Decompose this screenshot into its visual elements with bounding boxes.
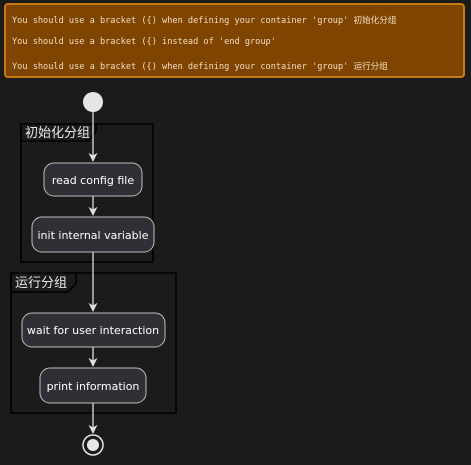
start-node xyxy=(83,92,103,112)
activity-label: print information xyxy=(47,380,140,393)
group-title: 运行分组 xyxy=(15,276,67,291)
warning-line: You should use a bracket ({) when defini… xyxy=(12,16,397,26)
warning-line: You should use a bracket ({) instead of … xyxy=(12,37,276,47)
activity-label: init internal variable xyxy=(38,229,149,242)
warning-box: You should use a bracket ({) when defini… xyxy=(4,3,465,78)
warning-line: You should use a bracket ({) when defini… xyxy=(12,62,388,72)
activity-node: wait for user interaction xyxy=(21,312,166,348)
activity-node: print information xyxy=(39,367,147,404)
activity-label: wait for user interaction xyxy=(27,324,159,337)
group-initialize: 初始化分组 xyxy=(20,123,154,263)
activity-node: init internal variable xyxy=(31,216,155,253)
activity-node: read config file xyxy=(43,162,143,197)
activity-label: read config file xyxy=(52,174,134,187)
group-title: 初始化分组 xyxy=(25,126,90,141)
end-node xyxy=(82,434,104,456)
